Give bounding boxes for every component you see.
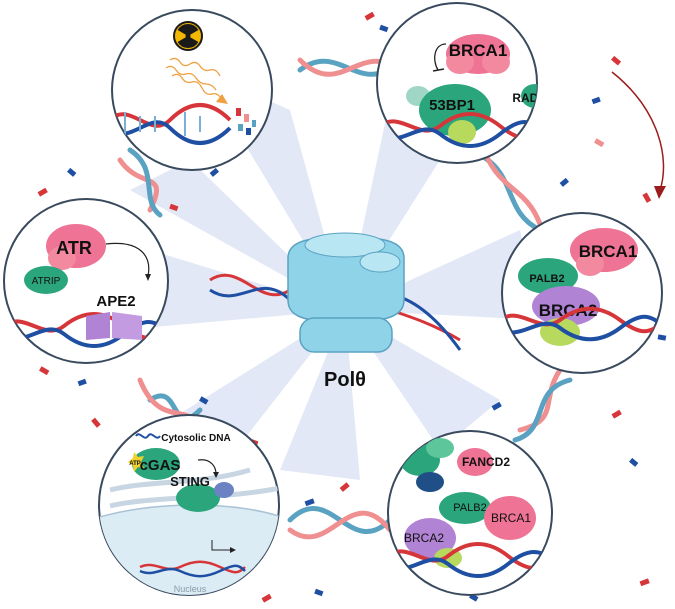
polq-center: Polθ bbox=[209, 232, 462, 391]
53bp1-protein bbox=[406, 84, 491, 144]
cytosolic-dna-label: Cytosolic DNA bbox=[161, 433, 230, 444]
atrip-protein bbox=[24, 266, 68, 294]
broken-dna-fragments bbox=[236, 108, 256, 135]
cycle-arrow bbox=[611, 71, 666, 199]
atp-burst-icon bbox=[128, 452, 144, 472]
polq-enzyme-icon bbox=[287, 232, 405, 353]
brca2-label: BRCA2 bbox=[539, 301, 598, 320]
atrip-label: ATRIP bbox=[32, 276, 61, 287]
brca1-protein bbox=[570, 228, 638, 276]
atr-protein bbox=[46, 224, 106, 270]
ape2-protein bbox=[86, 312, 142, 340]
panel-brca1-53bp1: BRCA1 RAD52 53BP1 bbox=[376, 2, 552, 164]
brca1-label: BRCA1 bbox=[449, 41, 508, 60]
brca1-protein bbox=[484, 496, 536, 540]
polq-label: Polθ bbox=[324, 369, 366, 391]
53bp1-label: 53BP1 bbox=[429, 97, 475, 114]
rad52-label: RAD52 bbox=[512, 91, 552, 105]
panel-radiation bbox=[111, 9, 273, 171]
fancd2-complex bbox=[400, 438, 493, 492]
palb2-protein bbox=[518, 258, 578, 294]
cgas-label: cGAS bbox=[140, 457, 181, 474]
palb2-protein bbox=[439, 492, 491, 524]
brca2-label: BRCA2 bbox=[404, 531, 444, 545]
brca1-label: BRCA1 bbox=[579, 242, 638, 261]
palb2-label: PALB2 bbox=[529, 273, 564, 285]
palb2-label: PALB2 bbox=[453, 502, 486, 514]
radiation-icon bbox=[173, 21, 203, 51]
brca1-protein bbox=[446, 34, 510, 74]
ape2-label: APE2 bbox=[96, 293, 135, 310]
sting-protein bbox=[176, 482, 234, 512]
sting-label: STING bbox=[170, 474, 210, 489]
cytosolic-dna bbox=[135, 433, 161, 439]
panel-cgas-sting: Cytosolic DNA ATP cGAS STING bbox=[98, 414, 280, 596]
fancd2-label: FANCD2 bbox=[462, 455, 510, 469]
radiation-wave bbox=[165, 57, 223, 101]
nucleus-label: Nucleus bbox=[174, 584, 207, 594]
atr-label: ATR bbox=[56, 238, 92, 258]
panel-fancd2: FANCD2 PALB2 BRCA1 BRCA2 bbox=[387, 430, 553, 596]
panel-brca1-palb2-brca2: BRCA1 PALB2 BRCA2 bbox=[501, 212, 663, 374]
rad52-protein bbox=[521, 84, 537, 108]
atp-label: ATP bbox=[129, 461, 141, 467]
brca1-label: BRCA1 bbox=[491, 511, 531, 525]
panel-atr-ape2: ATR ATRIP APE2 bbox=[3, 198, 169, 364]
